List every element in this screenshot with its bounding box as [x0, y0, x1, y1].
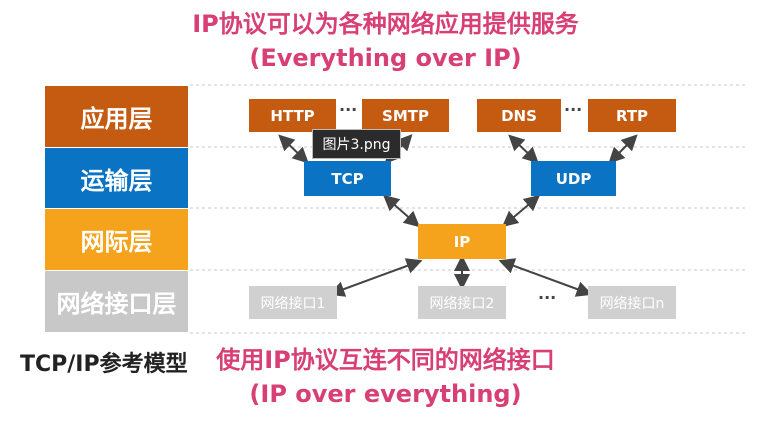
- rtp-box: RTP: [588, 99, 676, 132]
- app-ellipsis-left: ···: [339, 100, 358, 119]
- udp-box: UDP: [531, 161, 616, 196]
- bottom-caption-line1: 使用IP协议互连不同的网络接口: [216, 346, 555, 374]
- iface2-box: 网络接口2: [418, 286, 506, 319]
- layer-link: 网络接口层: [45, 271, 188, 332]
- layer-application: 应用层: [45, 86, 188, 147]
- link-ellipsis: ···: [538, 288, 557, 307]
- layer-internet: 网际层: [45, 209, 188, 270]
- arrow-rtp-udp: [608, 134, 638, 164]
- dns-box: DNS: [477, 99, 561, 132]
- arrow-tcp-ip: [382, 194, 421, 228]
- ip-box: IP: [418, 224, 506, 259]
- app-ellipsis-right: ···: [564, 100, 583, 119]
- arrow-dns-udp: [508, 134, 539, 164]
- iface1-box: 网络接口1: [249, 286, 337, 319]
- smtp-box: SMTP: [362, 99, 449, 132]
- model-label: TCP/IP参考模型: [20, 352, 188, 377]
- top-caption-line1: IP协议可以为各种网络应用提供服务: [192, 10, 579, 38]
- ifacen-box: 网络接口n: [588, 286, 676, 319]
- layer-transport: 运输层: [45, 148, 188, 208]
- arrow-ip-ifacen: [498, 258, 593, 297]
- filename-tooltip: 图片3.png: [312, 129, 401, 159]
- arrow-udp-ip: [501, 194, 541, 228]
- http-box: HTTP: [249, 99, 336, 132]
- arrow-http-tcp: [278, 134, 309, 164]
- top-caption-line2: (Everything over IP): [249, 44, 522, 72]
- bottom-caption-line2: (IP over everything): [249, 380, 522, 408]
- tcp-box: TCP: [304, 161, 391, 196]
- arrow-ip-iface1: [328, 258, 423, 297]
